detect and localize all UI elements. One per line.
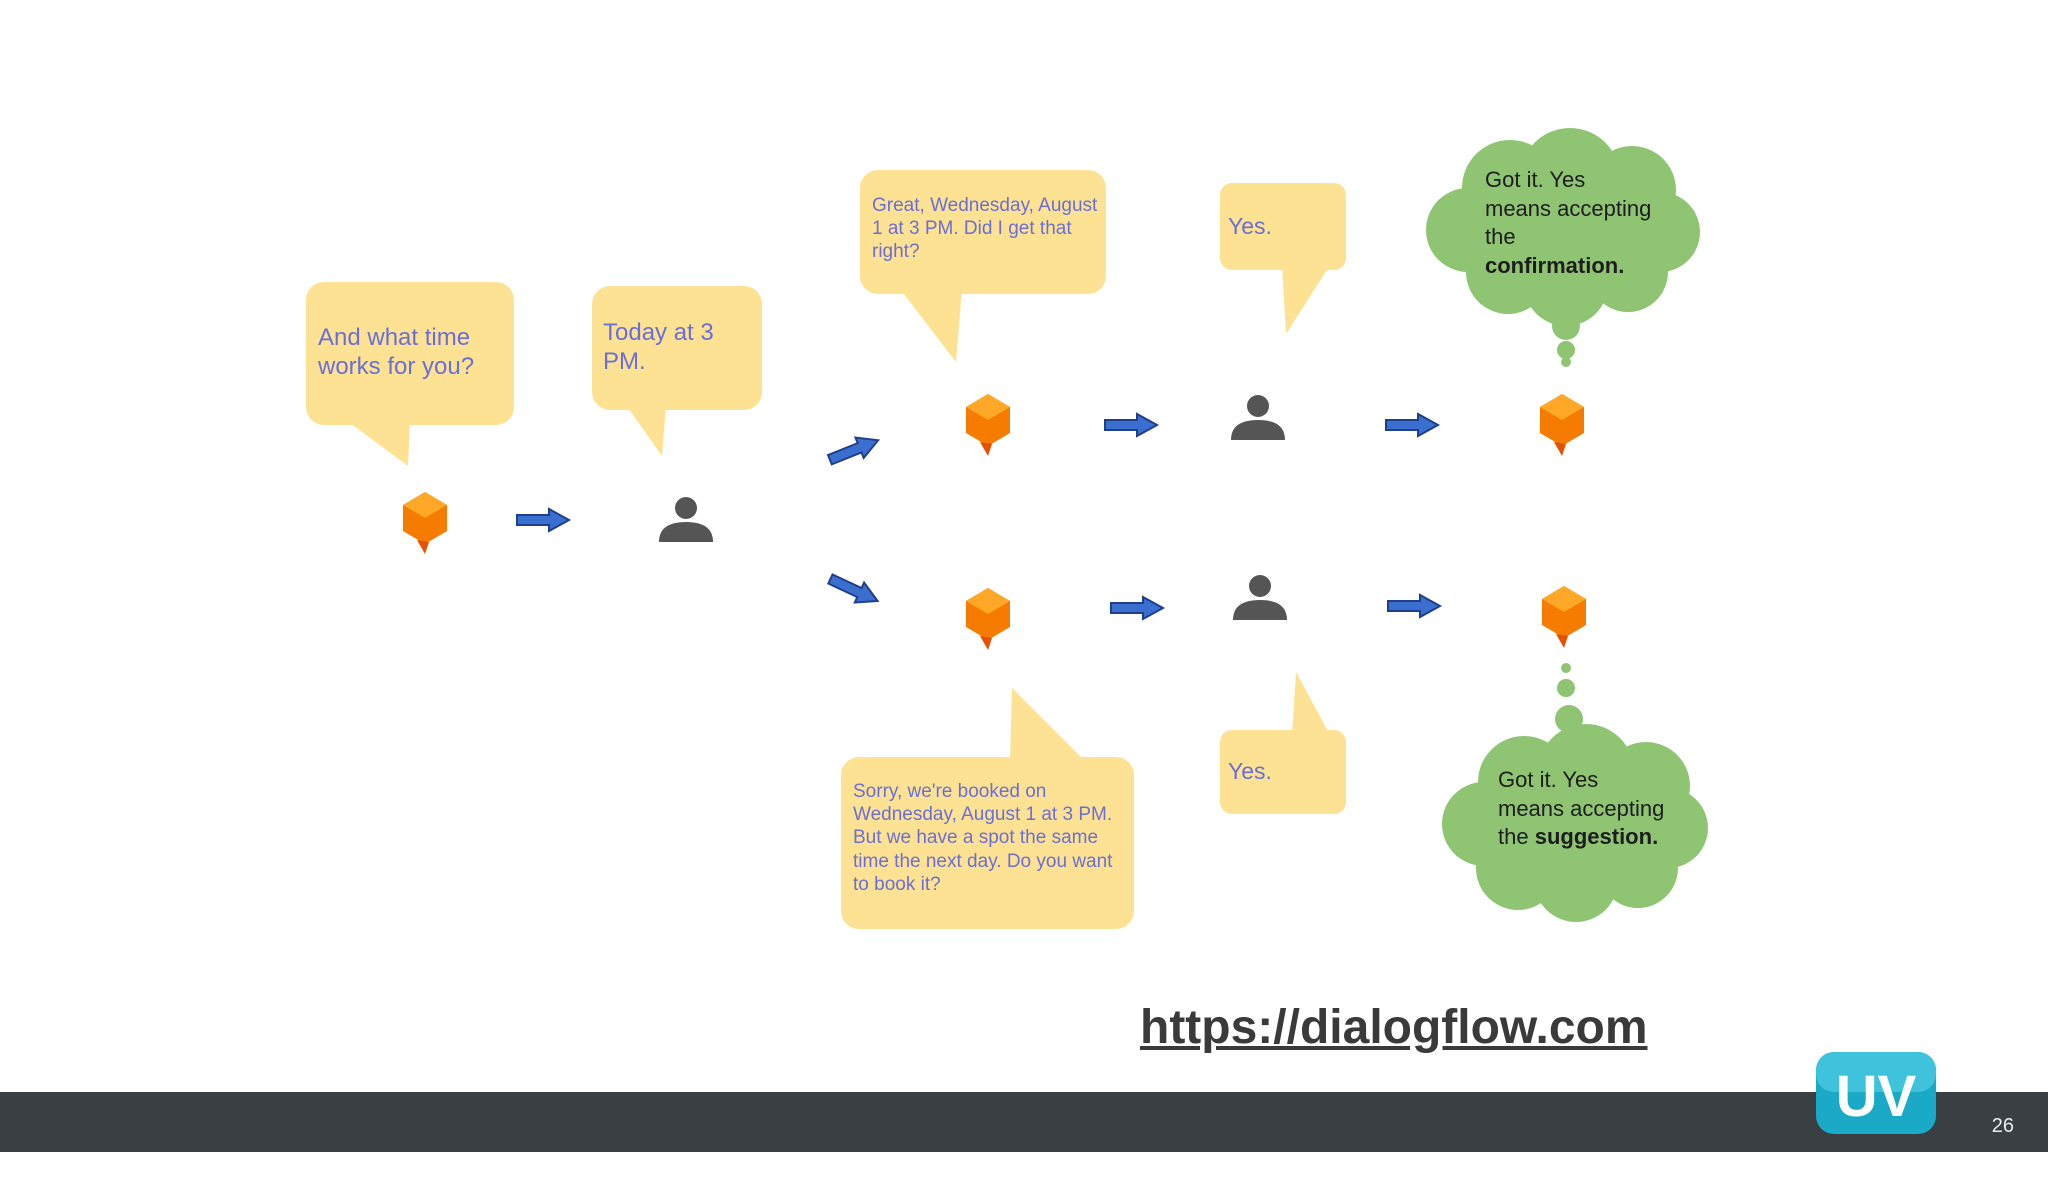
user-person-icon [1231,395,1285,440]
bubble-agent-suggest [841,688,1134,929]
dialogflow-agent-icon [1542,586,1586,648]
logo-text: UV [1836,1064,1917,1129]
cloud-top-lead: Got it. Yes means accepting the [1485,167,1652,250]
dialogflow-agent-icon [966,588,1010,650]
dialogflow-agent-icon [966,394,1010,456]
user-yes-bottom-text: Yes. [1228,758,1272,784]
thought-cloud-top [1426,128,1700,367]
bubble-user-yes-bottom [1220,672,1346,814]
agent-confirm-text: Great, Wednesday, August 1 at 3 PM. Did … [872,195,1098,263]
arrow-right-icon [824,429,884,471]
cloud-bottom-bold: suggestion [1534,824,1653,850]
arrow-right-icon [824,568,884,612]
uv-logo: UV [1816,1052,1936,1134]
arrow-right-icon [1385,413,1439,437]
arrow-right-icon [516,508,570,532]
user-today-text: Today at 3 PM. [603,319,714,376]
cloud-bottom-tail: . [1652,824,1659,850]
footer-bar [0,1092,2048,1152]
arrow-right-icon [1104,413,1158,437]
dialogflow-link[interactable]: https://dialogflow.com [1140,1001,1648,1054]
cloud-top-tail: . [1618,252,1625,278]
cloud-bottom-lead: Got it. Yes means accepting the [1498,767,1665,850]
agent-ask-time-text: And what time works for you? [318,324,475,381]
arrow-right-icon [1110,596,1164,620]
thought-cloud-bottom [1442,663,1708,922]
user-yes-top-text: Yes. [1228,213,1272,239]
bubble-agent-confirm [860,170,1106,362]
bubble-user-yes-top [1220,183,1346,334]
page-number: 26 [1991,1115,2014,1137]
cloud-bottom-text: Got it. Yes means accepting the suggesti… [1498,766,1668,852]
bubble-agent-ask-time [306,282,514,466]
dialogflow-agent-icon [1540,394,1584,456]
user-person-icon [659,497,713,542]
cloud-top-text: Got it. Yes means accepting the confirma… [1485,166,1655,280]
bubble-user-today [592,286,762,456]
cloud-top-bold: confirmation [1485,252,1619,278]
conversation-flow-diagram [306,128,1708,929]
dialogflow-agent-icon [403,492,447,554]
user-person-icon [1233,575,1287,620]
arrow-right-icon [1387,594,1441,618]
agent-suggest-text: Sorry, we're booked on Wednesday, August… [853,781,1113,895]
